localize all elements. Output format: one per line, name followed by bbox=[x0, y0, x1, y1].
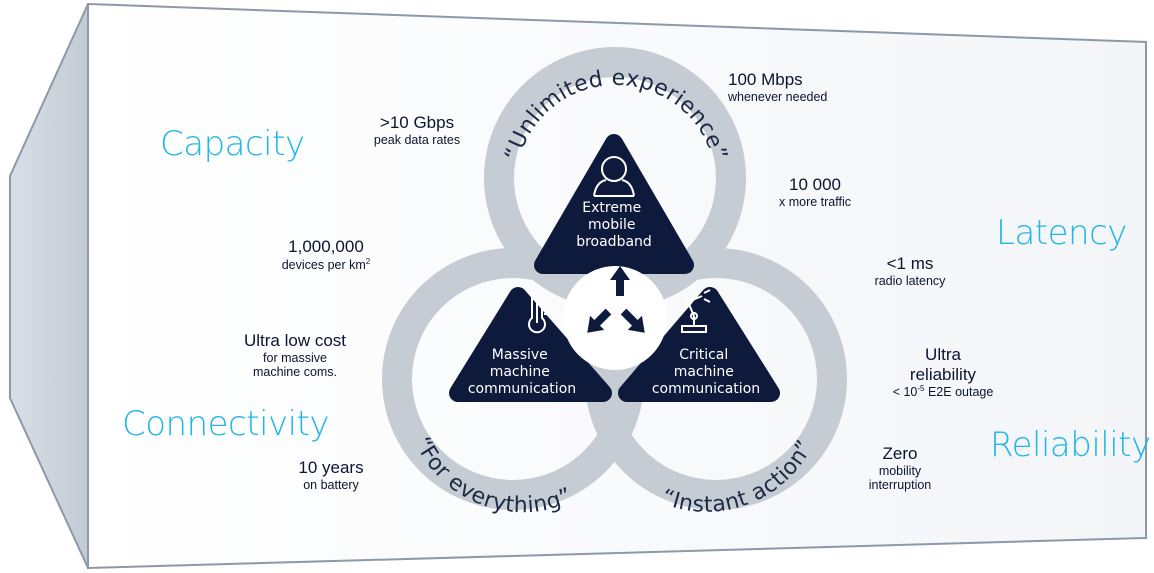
kpi-mobility-value: Zero bbox=[882, 444, 918, 463]
kpi-battery: 10 years on battery bbox=[276, 458, 386, 492]
robot-arm-icon bbox=[681, 289, 711, 333]
triangle-left bbox=[449, 287, 612, 402]
kpi-devices: 1,000,000 devices per km2 bbox=[256, 237, 396, 272]
kpi-mobility: Zero mobility interruption bbox=[845, 444, 955, 492]
kpi-low-cost-value: Ultra low cost bbox=[243, 331, 347, 350]
kpi-low-cost-line2: machine coms. bbox=[252, 364, 338, 379]
triangle-top-label: Extreme mobile broadband bbox=[576, 200, 652, 250]
kpi-reliability-label: < 10-5 E2E outage bbox=[892, 384, 994, 400]
kpi-low-cost: Ultra low cost for massive machine coms. bbox=[220, 331, 370, 379]
three-arrows-icon bbox=[587, 266, 645, 333]
triangle-right bbox=[618, 287, 780, 402]
triangles bbox=[449, 134, 780, 402]
kpi-100mbps-label: whenever needed bbox=[728, 89, 828, 104]
kpi-latency-value: <1 ms bbox=[886, 254, 934, 273]
kpi-traffic-label: x more traffic bbox=[778, 194, 851, 209]
kpi-mobility-line1: mobility bbox=[878, 463, 922, 478]
frame-left-wall bbox=[9, 3, 89, 569]
person-icon bbox=[593, 156, 635, 197]
category-capacity: Capacity bbox=[160, 124, 305, 164]
kpi-reliability: Ultra reliability < 10-5 E2E outage bbox=[873, 345, 1013, 399]
kpi-traffic: 10 000 x more traffic bbox=[760, 175, 870, 209]
category-connectivity: Connectivity bbox=[122, 404, 330, 444]
kpi-mobility-line2: interruption bbox=[868, 477, 932, 492]
kpi-reliability-value2: reliability bbox=[909, 364, 977, 384]
kpi-reliability-value1: Ultra bbox=[925, 345, 961, 364]
kpi-peak-label: peak data rates bbox=[373, 132, 461, 147]
category-reliability: Reliability bbox=[990, 425, 1151, 465]
kpi-battery-label: on battery bbox=[303, 477, 359, 492]
kpi-devices-value: 1,000,000 bbox=[288, 237, 364, 256]
kpi-100mbps-value: 100 Mbps bbox=[728, 70, 803, 89]
thermometer-icon bbox=[528, 291, 549, 334]
triangle-top bbox=[534, 134, 694, 274]
triangle-right-label: Critical machine communication bbox=[652, 347, 760, 397]
category-latency: Latency bbox=[996, 213, 1127, 253]
kpi-low-cost-line1: for massive bbox=[263, 350, 327, 365]
kpi-traffic-value: 10 000 bbox=[789, 175, 841, 194]
triangle-left-label: Massive machine communication bbox=[468, 347, 576, 397]
kpi-latency-label: radio latency bbox=[874, 273, 946, 288]
kpi-latency: <1 ms radio latency bbox=[855, 254, 965, 288]
kpi-peak-rate: >10 Gbps peak data rates bbox=[352, 113, 482, 147]
kpi-devices-label: devices per km2 bbox=[281, 256, 371, 272]
kpi-peak-value: >10 Gbps bbox=[379, 113, 455, 132]
kpi-battery-value: 10 years bbox=[298, 458, 364, 477]
kpi-100mbps: 100 Mbps whenever needed bbox=[728, 70, 878, 104]
center-hub bbox=[563, 266, 667, 370]
